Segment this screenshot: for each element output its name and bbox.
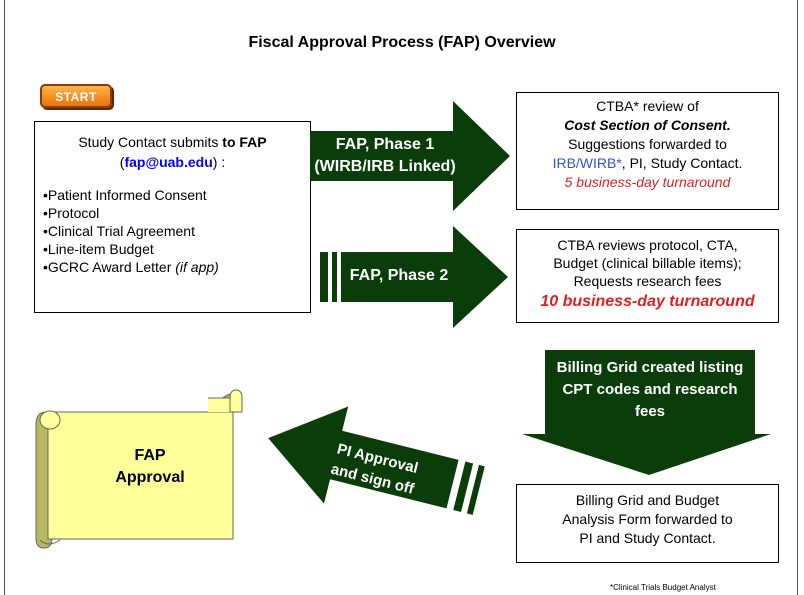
submission-item: •Protocol bbox=[43, 205, 100, 221]
phase2-stripe bbox=[320, 252, 328, 302]
phase1-subtitle: (WIRB/IRB Linked) bbox=[314, 158, 456, 175]
fap-approval-line: FAP bbox=[134, 447, 166, 464]
billing-forward-box: Billing Grid and Budget Analysis Form fo… bbox=[516, 484, 779, 563]
footnote: *Clinical Trials Budget Analyst bbox=[610, 583, 716, 592]
ctba-review-box: CTBA* review of Cost Section of Consent.… bbox=[516, 92, 779, 210]
ctba2-turnaround: 10 business-day turnaround bbox=[540, 293, 755, 310]
billing-arrow-line: CPT codes and research bbox=[562, 381, 738, 398]
billing-box-line: Analysis Form forwarded to bbox=[562, 511, 733, 527]
ctba2-line: Requests research fees bbox=[573, 273, 722, 289]
submission-item-text: •GCRC Award Letter bbox=[43, 259, 176, 275]
ctba1-line-forward: IRB/WIRB*, PI, Study Contact. bbox=[523, 154, 772, 173]
fap-approval-line: Approval bbox=[115, 469, 185, 486]
phase2-label: FAP, Phase 2 bbox=[349, 267, 449, 284]
phase2-arrow bbox=[341, 226, 508, 328]
billing-box-line: PI and Study Contact. bbox=[579, 530, 716, 546]
pi-arrow-group bbox=[268, 406, 485, 515]
billing-arrow-label: Billing Grid created listing CPT codes a… bbox=[540, 357, 760, 423]
ctba1-line: Suggestions forwarded to bbox=[568, 136, 727, 152]
study-contact-box: Study Contact submits to FAP (fap@uab.ed… bbox=[34, 121, 311, 313]
billing-arrow-line: fees bbox=[634, 403, 666, 420]
contact-heading-suffix: ) : bbox=[212, 154, 226, 170]
slide-title: Fiscal Approval Process (FAP) Overview bbox=[248, 34, 556, 51]
billing-down-arrow bbox=[522, 350, 771, 475]
start-button[interactable]: START bbox=[40, 84, 112, 108]
ctba-protocol-box: CTBA reviews protocol, CTA, Budget (clin… bbox=[516, 229, 779, 323]
contact-heading: Study Contact submits to FAP (fap@uab.ed… bbox=[78, 134, 267, 170]
pi-stripe bbox=[466, 464, 485, 515]
phase1-arrow bbox=[310, 101, 510, 211]
submission-list: •Patient Informed Consent •Protocol •Cli… bbox=[43, 186, 302, 276]
ctba1-line: CTBA* review of bbox=[596, 98, 699, 114]
slide-frame bbox=[4, 0, 798, 595]
pi-stripe bbox=[453, 461, 474, 512]
submission-item: •Patient Informed Consent bbox=[43, 187, 207, 203]
billing-box-line: Billing Grid and Budget bbox=[575, 492, 720, 508]
approval-scroll-icon bbox=[35, 389, 243, 549]
submission-item-note: (if app) bbox=[175, 259, 219, 275]
billing-arrow-line: Billing Grid created listing bbox=[556, 359, 744, 376]
submission-item: •GCRC Award Letter (if app) bbox=[43, 258, 302, 276]
ctba1-line-recipients: , PI, Study Contact. bbox=[621, 155, 743, 171]
phase1-title: FAP, Phase 1 bbox=[335, 136, 435, 153]
contact-heading-fap: to FAP bbox=[222, 134, 267, 150]
phase2-stripe bbox=[332, 252, 337, 302]
ctba1-turnaround: 5 business-day turnaround bbox=[564, 174, 731, 190]
contact-heading-text: Study Contact submits bbox=[78, 134, 223, 150]
fap-email-link[interactable]: fap@uab.edu bbox=[124, 154, 213, 170]
irb-wirb-text: IRB/WIRB* bbox=[552, 155, 622, 171]
submission-item: •Clinical Trial Agreement bbox=[43, 223, 195, 239]
ctba2-line: CTBA reviews protocol, CTA, bbox=[557, 237, 738, 253]
phase1-label: FAP, Phase 1 (WIRB/IRB Linked) bbox=[310, 134, 460, 178]
ctba1-line-bold: Cost Section of Consent. bbox=[564, 117, 731, 133]
fap-approval-label: FAP Approval bbox=[80, 445, 220, 489]
submission-item: •Line-item Budget bbox=[43, 241, 154, 257]
ctba2-line: Budget (clinical billable items); bbox=[553, 255, 742, 271]
pi-arrow bbox=[268, 406, 459, 509]
